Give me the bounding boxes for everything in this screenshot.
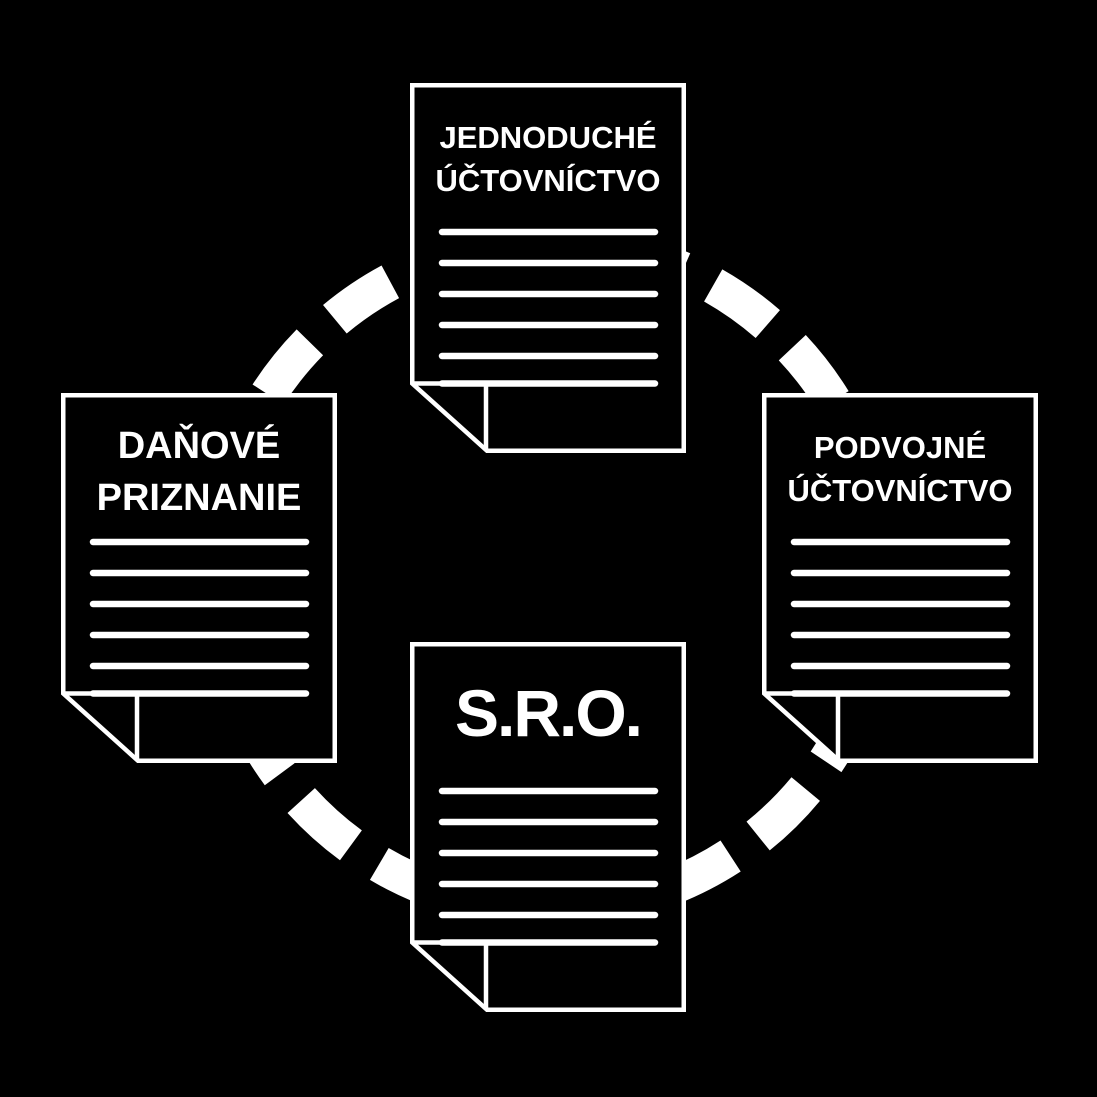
document-icon-right: PODVOJNÉ ÚČTOVNÍCTVO bbox=[764, 395, 1036, 761]
document-icon-bottom: S.R.O. bbox=[412, 644, 684, 1010]
doc-title-line: DAŇOVÉ bbox=[118, 423, 281, 467]
doc-title-line: JEDNODUCHÉ bbox=[439, 120, 656, 155]
document-icon-top: JEDNODUCHÉ ÚČTOVNÍCTVO bbox=[412, 85, 684, 451]
doc-title-line: PODVOJNÉ bbox=[814, 430, 986, 465]
doc-title-line: ÚČTOVNÍCTVO bbox=[435, 162, 660, 198]
document-icon-left: DAŇOVÉ PRIZNANIE bbox=[63, 395, 335, 761]
doc-title-line: PRIZNANIE bbox=[97, 477, 302, 519]
doc-title-line: S.R.O. bbox=[455, 676, 641, 750]
doc-title-line: ÚČTOVNÍCTVO bbox=[787, 472, 1012, 508]
